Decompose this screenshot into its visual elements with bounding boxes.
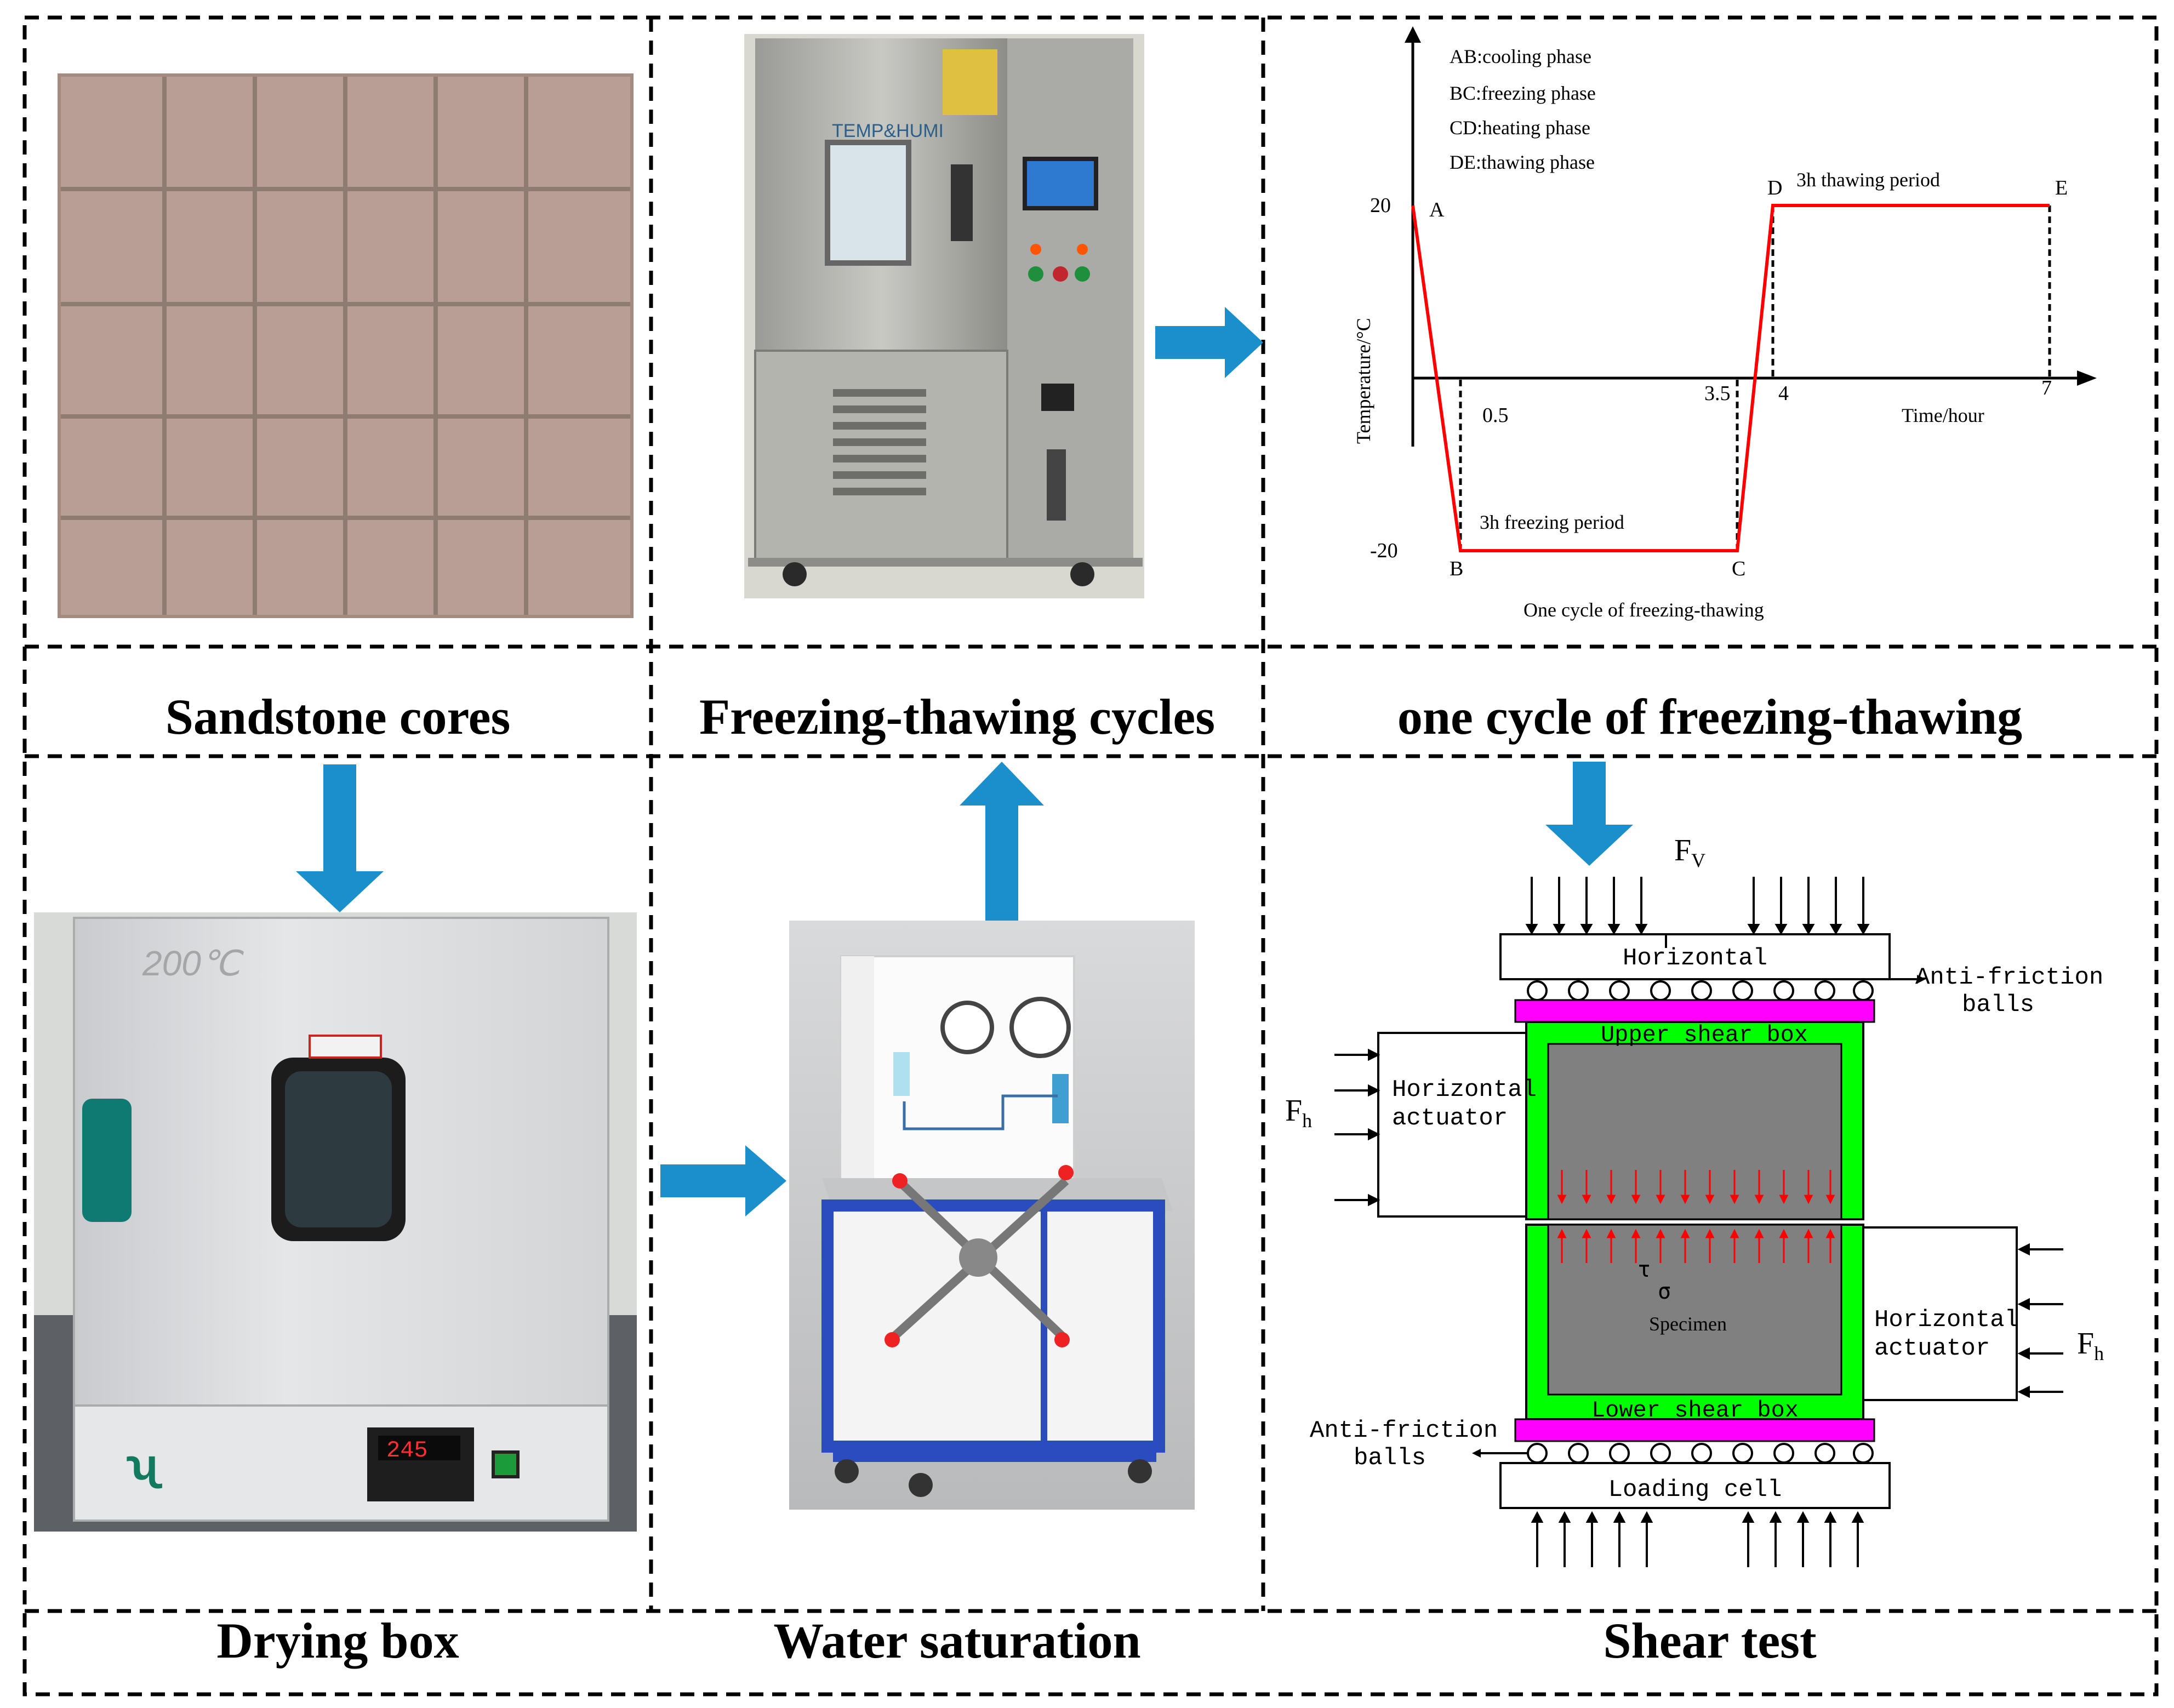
point-label-b: B — [1450, 557, 1463, 580]
cycle-chart: A B C D E 0.5 3.5 4 7 20 -20 AB:cooling phase BC:f… — [1353, 26, 2097, 621]
caption-drying-box: Drying box — [216, 1613, 459, 1669]
arrow-right-saturation — [660, 1145, 786, 1216]
left-actuator-label-1: Horizontal — [1392, 1076, 1537, 1104]
x-tick-label: 3.5 — [1704, 382, 1731, 405]
caption-sandstone-cores: Sandstone cores — [165, 689, 511, 745]
caption-shear-test: Shear test — [1603, 1613, 1817, 1669]
grid-frame — [22, 15, 2159, 1696]
saturation-apparatus-photo — [789, 921, 1195, 1510]
phase-bc: BC:freezing phase — [1450, 82, 1596, 104]
point-label-d: D — [1767, 176, 1782, 199]
right-load-arrows — [2017, 1243, 2063, 1398]
stress-arrows-up — [1557, 1229, 1835, 1263]
anti-friction-top-1: Anti-friction — [1915, 964, 2103, 991]
right-actuator-label-2: actuator — [1874, 1335, 1990, 1362]
left-actuator-label-2: actuator — [1392, 1105, 1508, 1132]
arrow-down-shear — [1545, 762, 1633, 866]
x-tick-label: 7 — [2041, 376, 2052, 399]
right-actuator-label-1: Horizontal — [1874, 1306, 2019, 1334]
left-load-arrows — [1334, 1048, 1380, 1207]
x-axis-label: Time/hour — [1902, 404, 1984, 426]
caption-freezing-thawing-cycles: Freezing-thawing cycles — [699, 689, 1216, 745]
chamber-brand-text: TEMP&HUMI — [832, 121, 944, 141]
x-tick-label: 0.5 — [1482, 404, 1509, 427]
sandstone-photo — [58, 73, 634, 618]
specimen-label: Specimen — [1649, 1313, 1727, 1335]
arrow-down-drying — [296, 764, 384, 912]
chart-marks: A B C D E 0.5 3.5 4 7 20 -20 — [1370, 176, 2068, 580]
anti-friction-bottom-1: Anti-friction — [1310, 1417, 1498, 1444]
y-axis-label: Temperature/°C — [1353, 318, 1374, 444]
phase-ab: AB:cooling phase — [1450, 45, 1591, 67]
oven-display: 245 — [386, 1437, 428, 1464]
svg-text:ʯ: ʯ — [126, 1440, 162, 1489]
vertical-load-arrows-top — [1525, 877, 1870, 935]
fh-left-label: Fh — [1285, 1094, 1312, 1132]
chart-dashes — [1459, 205, 2051, 551]
flow-arrows — [296, 307, 1633, 1216]
tau-label: τ — [1637, 1257, 1651, 1282]
fv-label: FV — [1674, 833, 1705, 871]
point-label-c: C — [1732, 557, 1745, 580]
sigma-label: σ — [1658, 1279, 1671, 1304]
x-axis-arrow — [2077, 370, 2097, 386]
shear-schematic: FV Horizontal Anti-friction balls Upper … — [1285, 833, 2104, 1567]
chart-title: One cycle of freezing-thawing — [1523, 599, 1764, 621]
caption-water-saturation: Water saturation — [773, 1613, 1141, 1669]
loading-cell-label: Loading cell — [1608, 1476, 1782, 1504]
anti-friction-balls-top — [1527, 980, 1874, 1001]
point-label-a: A — [1429, 198, 1445, 221]
cycle-line — [1411, 204, 2050, 552]
climate-chamber-photo: TEMP&HUMI — [744, 34, 1144, 598]
arrow-up-saturation — [960, 762, 1044, 921]
anti-friction-balls-bottom — [1527, 1443, 1874, 1464]
arrow-right-top — [1155, 307, 1263, 378]
y-axis-arrow — [1405, 26, 1421, 43]
point-label-e: E — [2055, 176, 2068, 199]
oven-handwriting: 200℃ — [142, 944, 244, 983]
caption-one-cycle: one cycle of freezing-thawing — [1397, 689, 2023, 745]
horizontal-plate-label: Horizontal — [1623, 945, 1767, 972]
freezing-annotation: 3h freezing period — [1480, 511, 1624, 533]
y-tick-label: 20 — [1370, 194, 1391, 217]
phase-de: DE:thawing phase — [1450, 151, 1595, 173]
upper-box-label: Upper shear box — [1601, 1022, 1808, 1048]
x-tick-label: 4 — [1778, 382, 1789, 405]
thawing-annotation: 3h thawing period — [1796, 169, 1940, 191]
anti-friction-top-2: balls — [1962, 991, 2034, 1019]
vertical-load-arrows-bottom — [1531, 1511, 1864, 1567]
anti-friction-bottom-2: balls — [1354, 1444, 1426, 1472]
phase-cd: CD:heating phase — [1450, 117, 1590, 139]
fh-right-label: Fh — [2077, 1327, 2104, 1364]
y-tick-label: -20 — [1370, 539, 1398, 562]
drying-oven-photo: 200℃ 245 ʯ — [34, 912, 637, 1532]
stress-arrows-down — [1557, 1170, 1835, 1204]
